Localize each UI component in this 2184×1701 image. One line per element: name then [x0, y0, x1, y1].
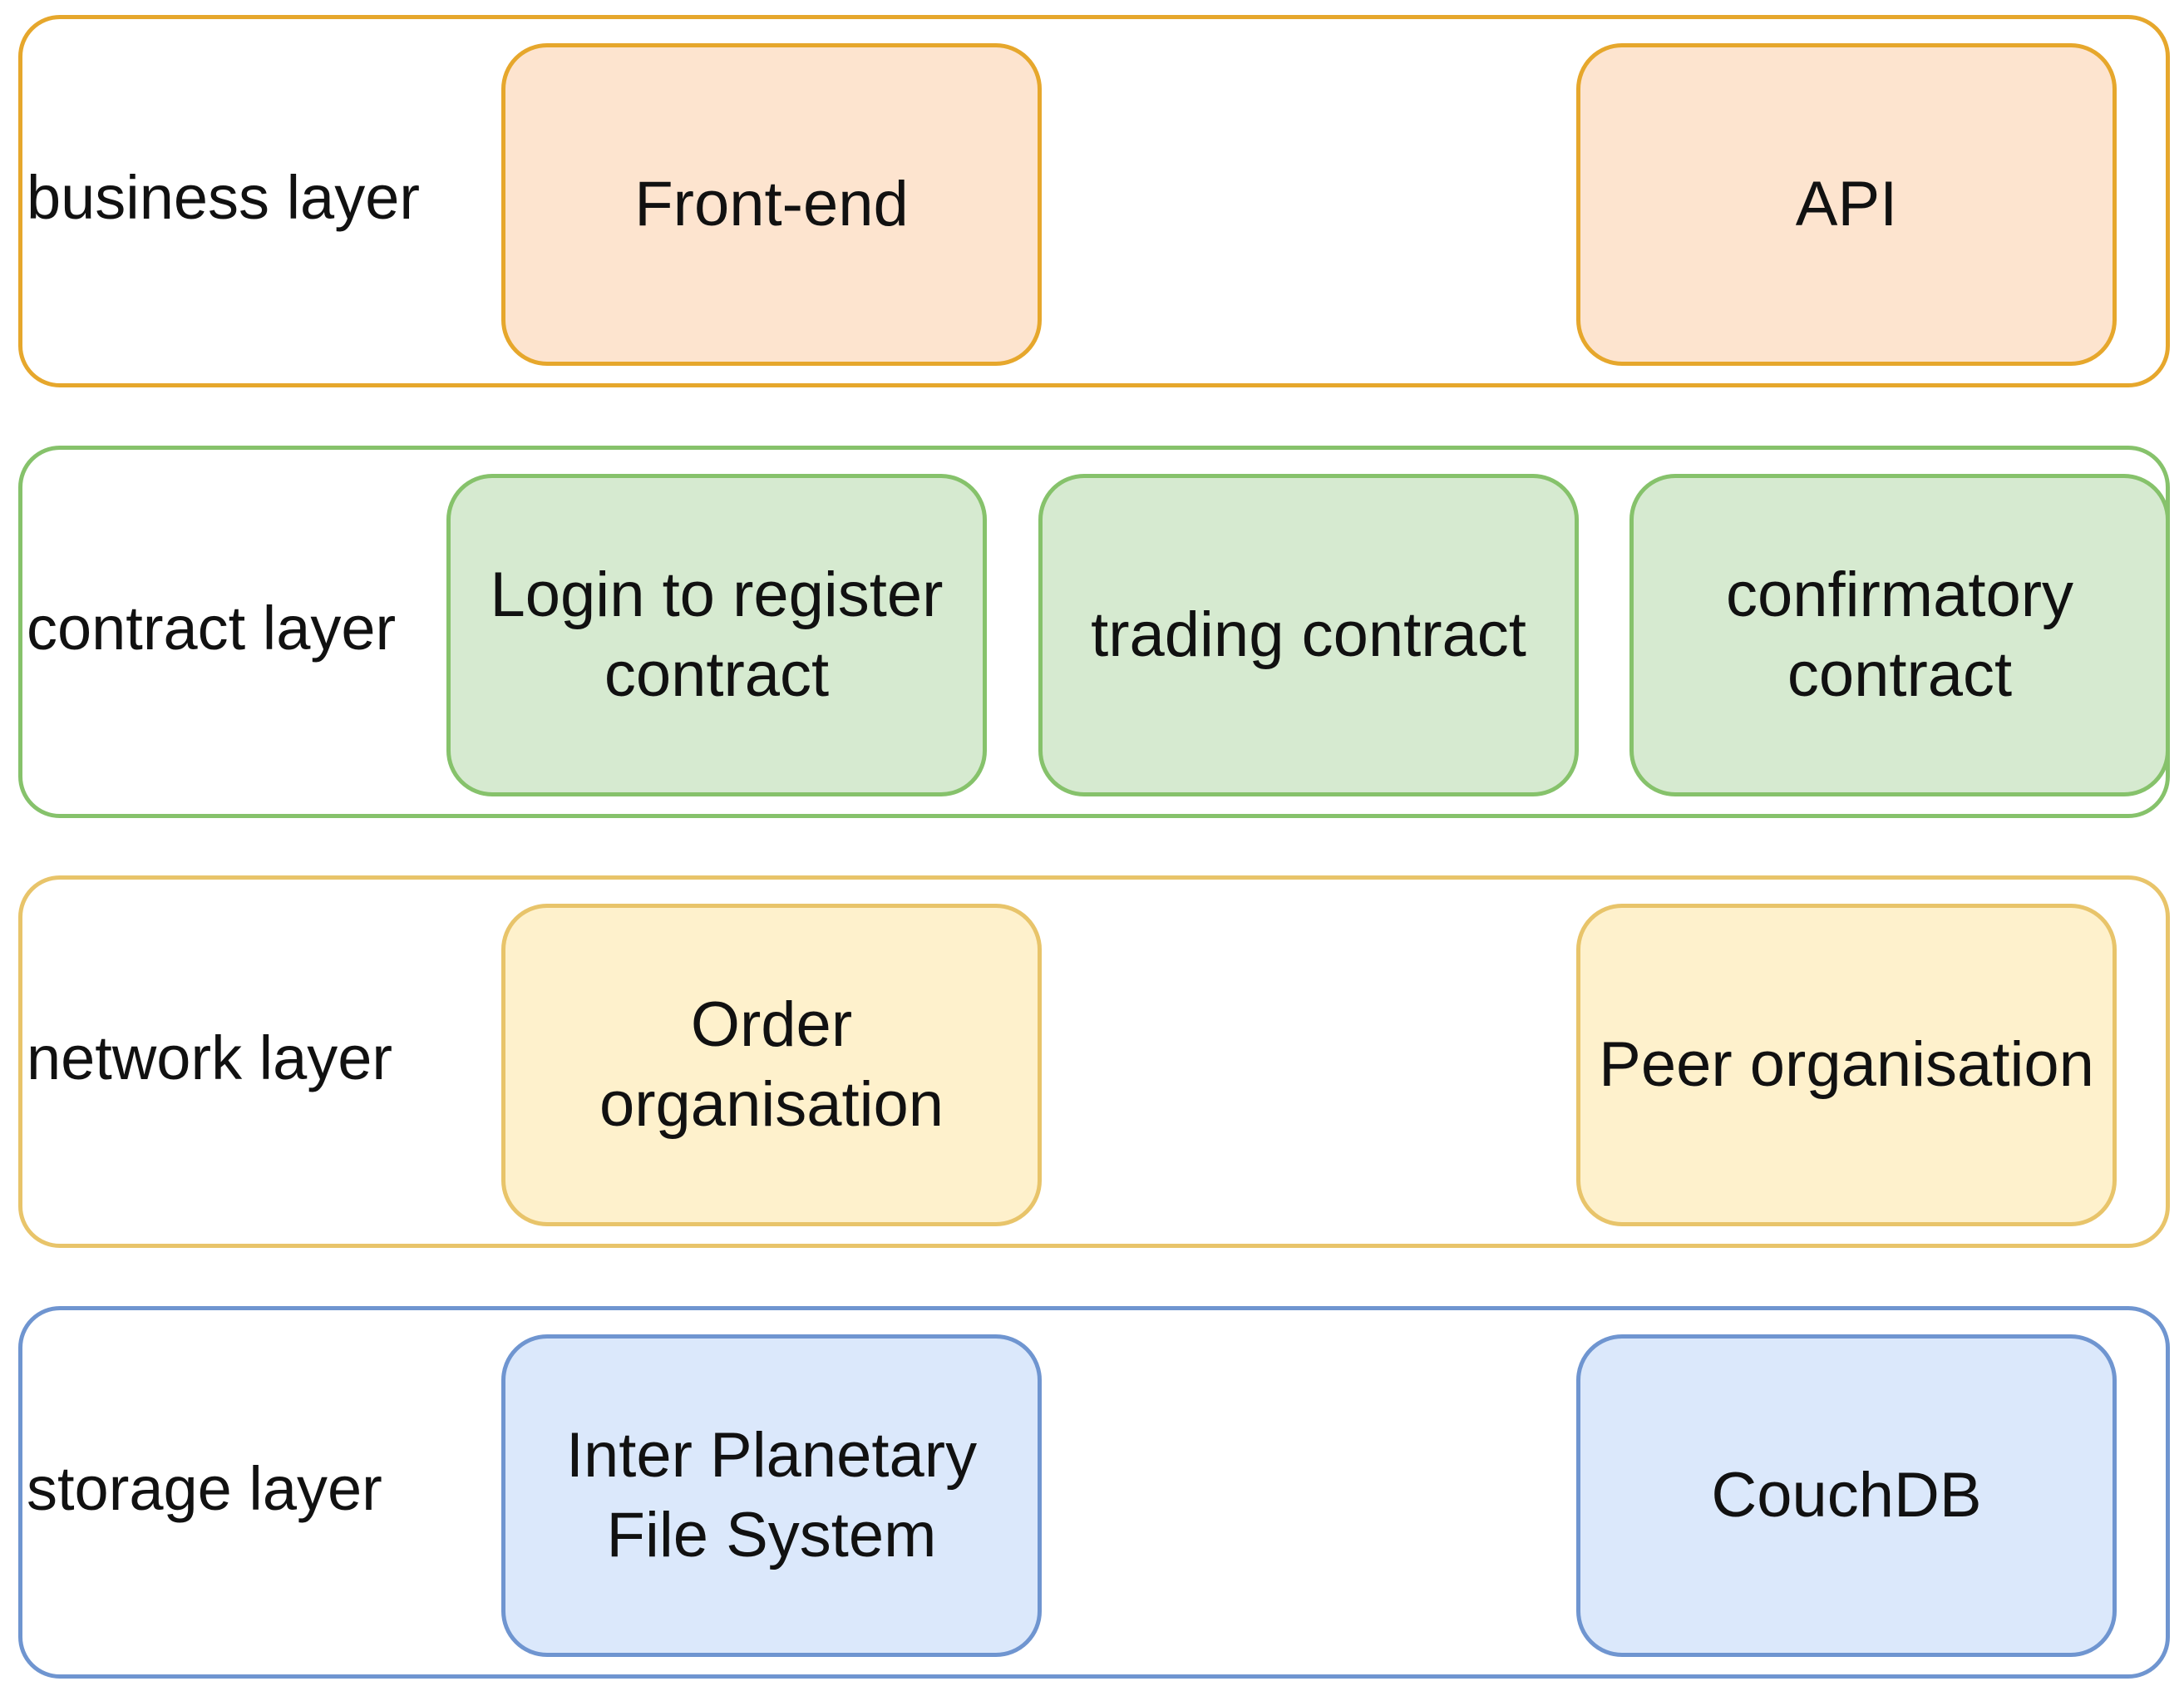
business-layer-label: business layer — [27, 163, 421, 232]
ipfs-box: Inter Planetary File System — [501, 1334, 1042, 1657]
login-register-contract-box: Login to register contract — [446, 474, 987, 796]
confirmatory-contract-box: confirmatory contract — [1629, 474, 2170, 796]
front-end-box: Front-end — [501, 43, 1042, 366]
peer-organisation-box: Peer organisation — [1576, 904, 2117, 1226]
order-organisation-box: Order organisation — [501, 904, 1042, 1226]
couchdb-box: CouchDB — [1576, 1334, 2117, 1657]
storage-layer-label: storage layer — [27, 1454, 382, 1523]
trading-contract-box: trading contract — [1038, 474, 1579, 796]
contract-layer-label: contract layer — [27, 594, 397, 663]
api-box: API — [1576, 43, 2117, 366]
network-layer-label: network layer — [27, 1023, 393, 1092]
